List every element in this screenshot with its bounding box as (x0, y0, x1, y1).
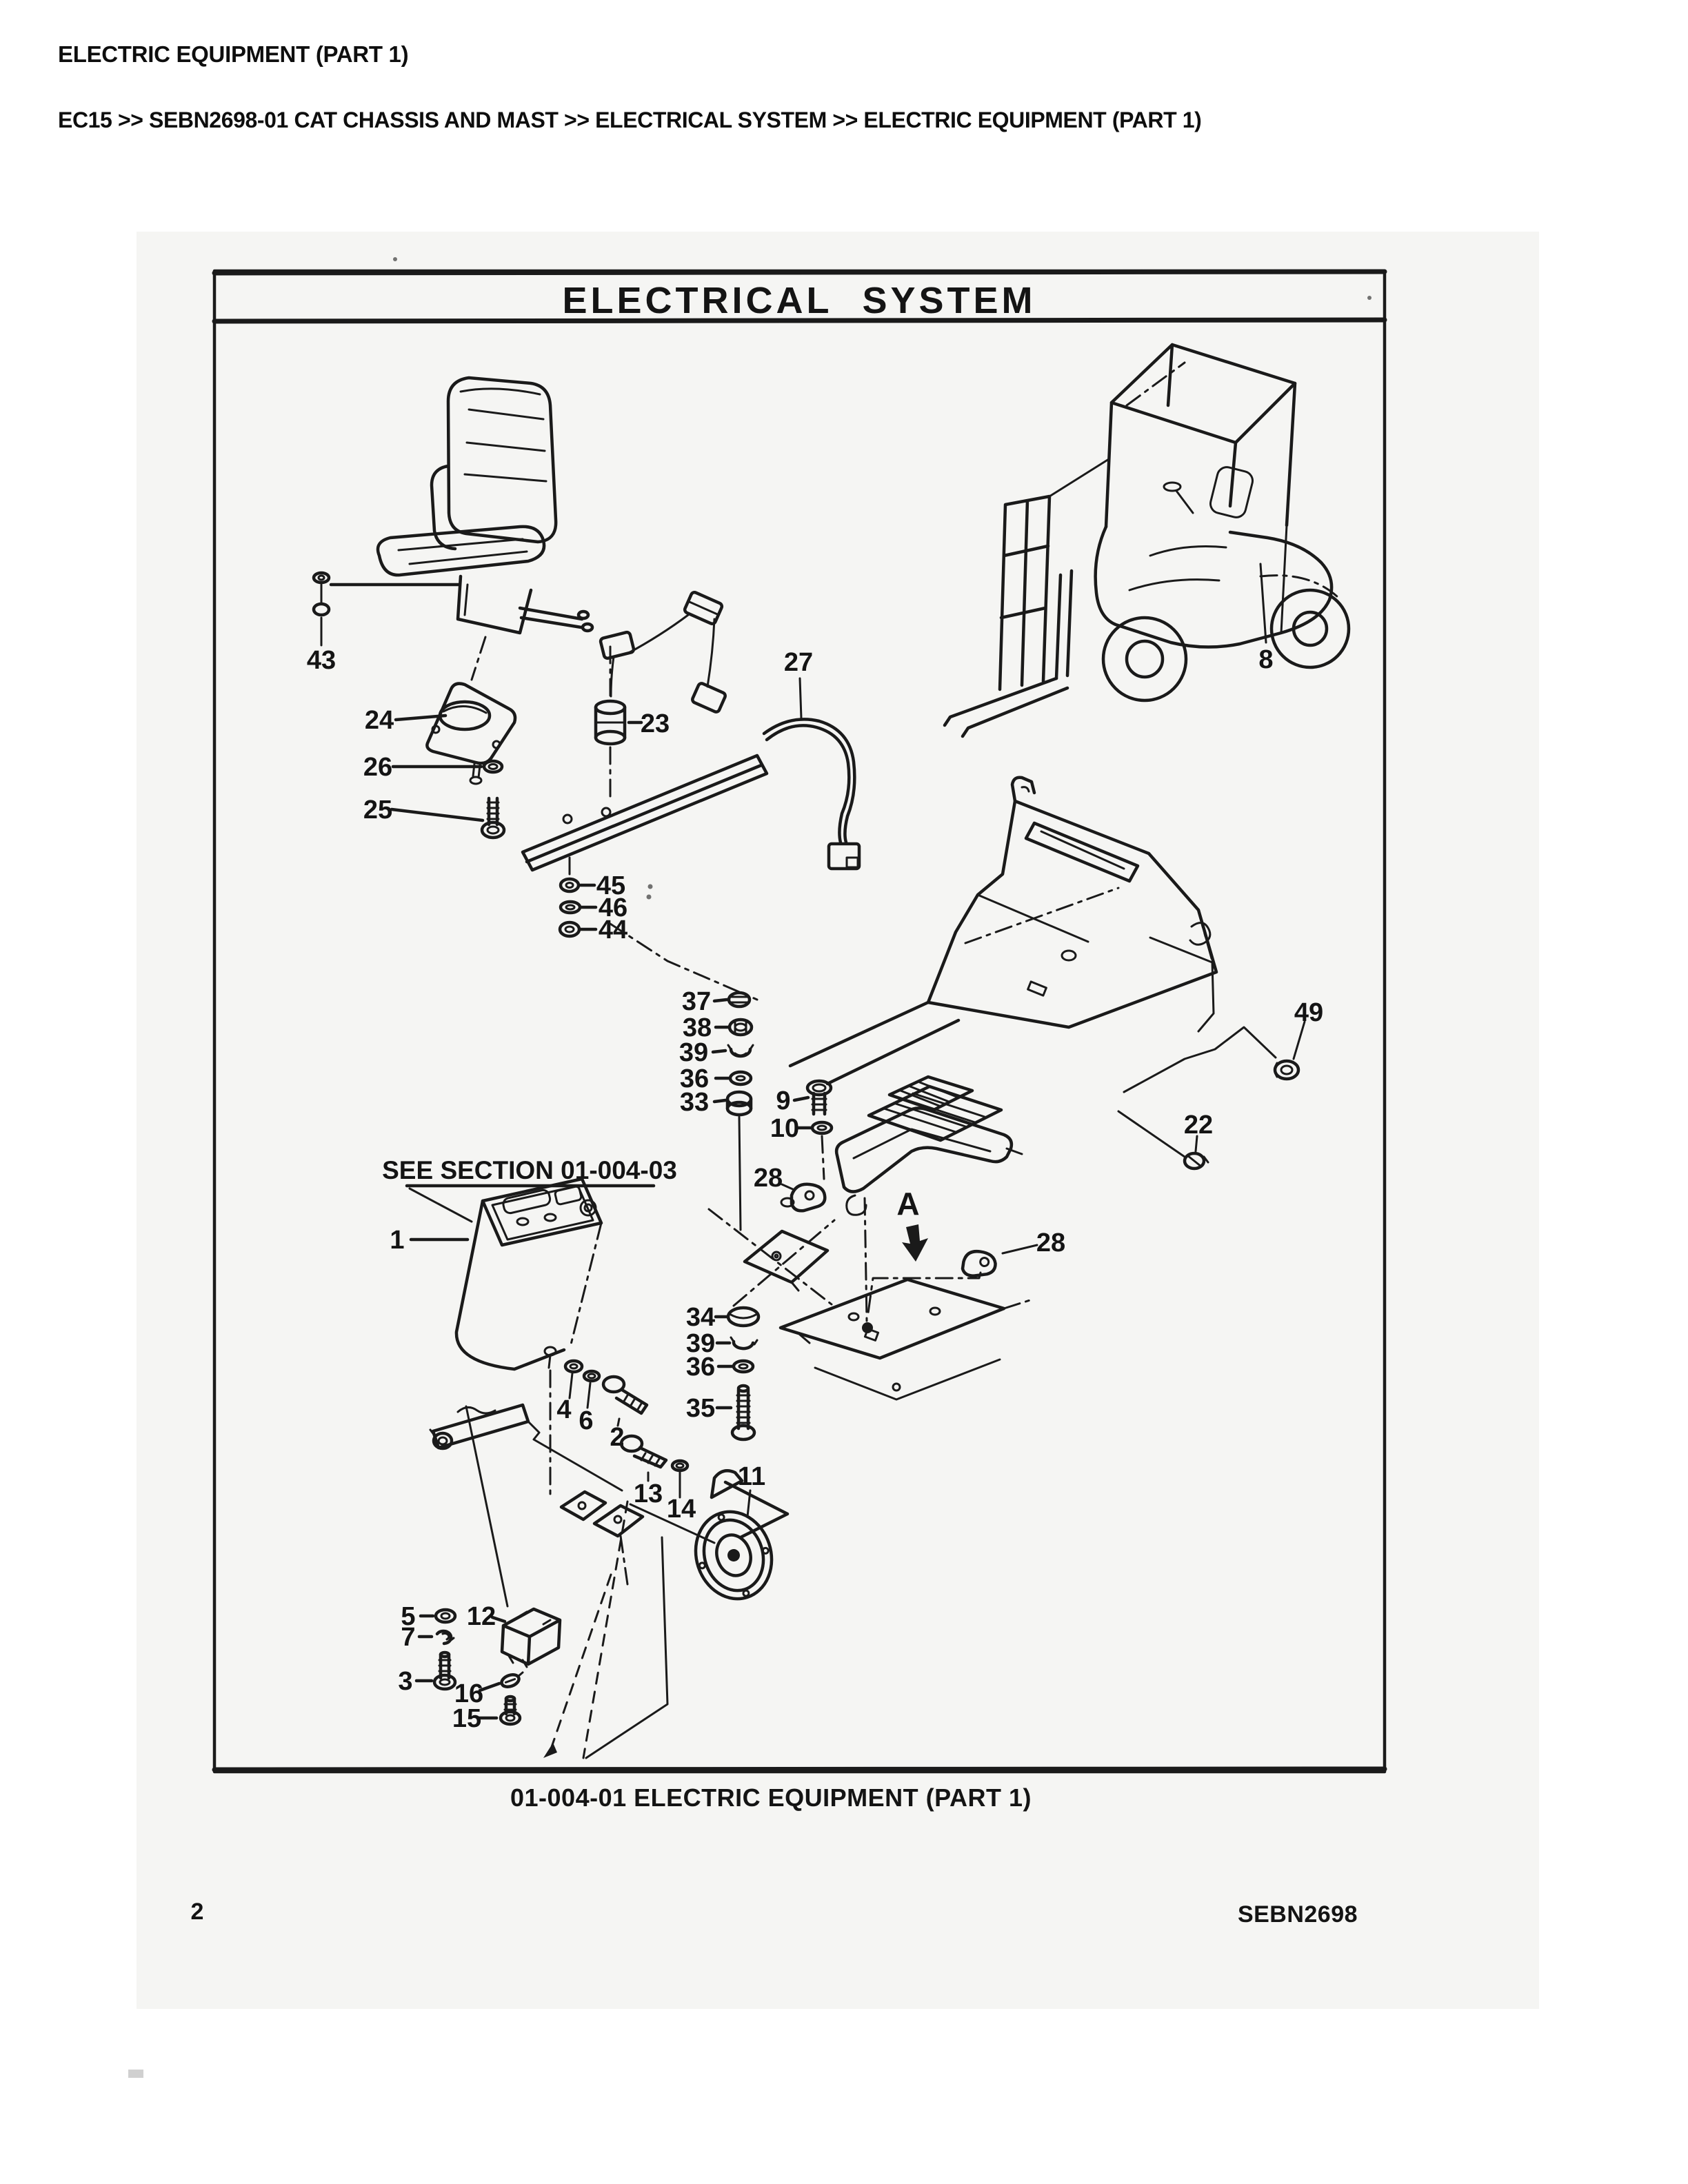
svg-text:SEE SECTION 01-004-03: SEE SECTION 01-004-03 (382, 1156, 677, 1184)
callout-1: 1 (390, 1226, 404, 1255)
callout-45: 45 (596, 871, 625, 900)
seat-sketch (376, 376, 594, 681)
scan-artifacts (393, 257, 1372, 900)
callout-26: 26 (363, 753, 392, 782)
chassis-bracket-sketch (429, 1369, 716, 1759)
diagram-title: ELECTRICAL SYSTEM (562, 280, 1036, 321)
callout-36-lower: 36 (686, 1353, 715, 1382)
callout-23: 23 (641, 709, 670, 738)
part-11-horn (694, 1469, 790, 1601)
parts-13-14 (619, 1434, 690, 1499)
parts-34-39-36-35 (714, 1306, 761, 1442)
callout-35: 35 (686, 1394, 715, 1423)
callout-9: 9 (776, 1086, 790, 1115)
callout-38: 38 (683, 1013, 712, 1042)
page-title: ELECTRIC EQUIPMENT (PART 1) (58, 41, 409, 67)
callout-28-right: 28 (1036, 1228, 1065, 1257)
forklift-sketch (943, 343, 1351, 738)
scanned-diagram-page: ELECTRICAL SYSTEM 43 (137, 232, 1539, 2009)
callout-10: 10 (770, 1114, 799, 1143)
callout-11: 11 (738, 1462, 765, 1491)
view-arrow-icon (902, 1224, 928, 1262)
callout-8: 8 (1258, 645, 1273, 674)
part-49-grommet (1123, 1020, 1306, 1093)
callout-34: 34 (686, 1303, 715, 1332)
callout-36-upper: 36 (680, 1064, 709, 1093)
part-27-cable (762, 677, 861, 871)
callout-5: 5 (401, 1602, 415, 1631)
callout-12: 12 (467, 1602, 496, 1631)
callout-46: 46 (599, 893, 627, 922)
controller-sketch (834, 1075, 1023, 1333)
callout-14: 14 (667, 1495, 696, 1524)
see-section-note: SEE SECTION 01-004-03 (382, 1156, 677, 1223)
callout-33: 33 (680, 1088, 709, 1117)
part-24-seat-plate (394, 682, 517, 785)
diagram-frame (212, 269, 1387, 1774)
callout-3: 3 (398, 1667, 412, 1696)
callout-25: 25 (363, 796, 392, 825)
callout-27: 27 (784, 648, 813, 677)
bracket-sketch (707, 1208, 836, 1307)
callout-16: 16 (454, 1679, 483, 1708)
view-marker-a: A (896, 1186, 919, 1222)
parts-9-10 (792, 1079, 834, 1180)
callout-6: 6 (579, 1406, 593, 1435)
part-1-meter (409, 1177, 603, 1371)
callout-4: 4 (556, 1395, 571, 1424)
parts-45-46-44 (558, 877, 598, 938)
part-28-clamp-right (961, 1244, 1038, 1277)
callout-13: 13 (634, 1479, 663, 1508)
callout-24: 24 (365, 706, 394, 735)
mounting-plate-sketch (778, 1271, 1036, 1401)
breadcrumb[interactable]: EC15 >> SEBN2698-01 CAT CHASSIS AND MAST… (58, 108, 1202, 132)
callout-43: 43 (307, 646, 336, 675)
callout-37: 37 (682, 987, 711, 1016)
part-25-bolt (390, 796, 506, 840)
chassis-box-sketch (609, 776, 1218, 1086)
callout-15: 15 (452, 1704, 481, 1733)
parts-4-6-2 (563, 1359, 649, 1427)
part-22-plug (1117, 1110, 1209, 1171)
wire-harness-sketch (599, 590, 727, 714)
parts-5-12-7-3-16-15 (414, 1607, 562, 1726)
page-number: 2 (191, 1899, 204, 1925)
part-23-bushing (562, 645, 643, 825)
callout-39-upper: 39 (679, 1038, 708, 1067)
callout-49: 49 (1294, 998, 1323, 1027)
floor-plate-sketch (521, 754, 769, 878)
parts-37-38-39-36-33 (711, 991, 754, 1231)
part-26-nut (391, 759, 504, 774)
part-28-clamp-left (780, 1182, 827, 1213)
callout-39-lower: 39 (686, 1329, 715, 1358)
scan-smudge (128, 2070, 143, 2078)
callout-28-left: 28 (754, 1164, 783, 1193)
doc-code: SEBN2698 (1238, 1901, 1358, 1928)
diagram-caption: 01-004-01 ELECTRIC EQUIPMENT (PART 1) (510, 1783, 1032, 1812)
callout-7: 7 (401, 1623, 415, 1652)
part-43-fasteners (312, 571, 461, 647)
callout-22: 22 (1184, 1111, 1213, 1140)
callout-44: 44 (599, 916, 627, 944)
